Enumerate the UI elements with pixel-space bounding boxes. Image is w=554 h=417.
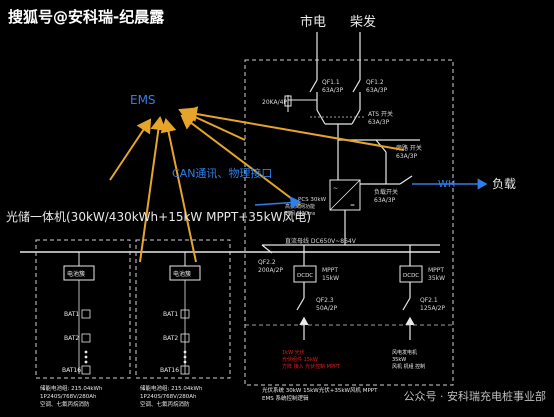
rack1-bat1: BAT1: [64, 311, 79, 318]
mppt2-box: [399, 265, 423, 283]
mppt2-name: MPPT: [428, 267, 444, 274]
battery-rack-1: 电池簇 BAT1 BAT2 BAT16 储能电池组: 215.04kWh 1P2…: [35, 239, 131, 408]
ems-label: EMS: [130, 93, 156, 107]
rack1-dot-3: [84, 360, 88, 364]
mppt2-spec: 35kW: [428, 275, 445, 282]
qf22-name: QF2.2: [258, 259, 276, 266]
pcs-dc-sign: =: [350, 202, 355, 209]
rack1-dot-1: [84, 350, 88, 354]
load-switch-spec: 63A/3P: [374, 197, 396, 204]
pcs-label: PCS 30kW: [298, 197, 327, 203]
load-label: 负载: [492, 177, 516, 191]
qf21-breaker-symbol: [402, 297, 411, 311]
rack1-head: 电池簇: [67, 270, 85, 278]
ats-spec: 63A/3P: [368, 119, 390, 126]
rack2-bat1: BAT1: [163, 311, 178, 318]
wind-note-2: 35kW: [392, 357, 406, 363]
cabinet-note-1: 光伏系统 30kW 15kW光伏+35kW风机 MPPT: [262, 386, 378, 394]
mppt1-name: MPPT: [322, 267, 338, 274]
cabinet-boundary: [244, 59, 454, 386]
pcs-ac-sign: ~: [333, 185, 338, 192]
qf22-breaker-symbol: [261, 244, 273, 254]
rack1-bat2-cell: [81, 333, 91, 343]
load-switch-label: 负载开关: [374, 188, 398, 196]
ats-switch-left: [316, 109, 326, 125]
rack2-dot-1: [183, 350, 187, 354]
qf23-breaker-symbol: [296, 297, 305, 311]
rack1-bat16-cell: [81, 365, 91, 375]
rack2-info-3: 空调、七氟丙烷消防: [140, 400, 190, 408]
dc-bus-label: 直流母线 DC650V~864V: [285, 237, 357, 245]
qf23-name: QF2.3: [316, 297, 334, 304]
mppt2-box-label: DCDC: [403, 273, 419, 279]
wind-note-3: 风机 机组 控制: [392, 363, 425, 370]
ems-arrow-rack2: [160, 118, 197, 263]
qf11-spec: 63A/3P: [322, 87, 344, 94]
ems-communication-arrows: [109, 106, 405, 263]
ems-arrow-rack1: [139, 116, 167, 263]
qf21-name: QF2.1: [420, 297, 438, 304]
qf11-name: QF1.1: [322, 79, 340, 86]
rack1-info-3: 空调、七氟丙烷消防: [40, 400, 90, 408]
rack1-bat16: BAT16: [62, 367, 81, 374]
qf22-spec: 200A/2P: [258, 267, 283, 274]
qf11-breaker-symbol: [309, 79, 318, 93]
pcs-diagonal: [329, 179, 361, 211]
diesel-source-label: 柴发: [350, 14, 376, 30]
rack2-bat1-cell: [180, 309, 190, 319]
dcdc-box: [293, 265, 317, 283]
bypass-spec: 63A/3P: [396, 153, 418, 160]
pcs-sub2: 时间 5-20ms: [285, 210, 316, 217]
rack1-info-2: 1P240S/768V/280Ah: [40, 394, 97, 400]
qf12-spec: 63A/3P: [366, 87, 388, 94]
rack1-info-1: 储能电池组: 215.04kWh: [40, 384, 103, 392]
bottom-watermark: 公众号 · 安科瑞充电桩事业部: [404, 389, 547, 403]
load-switch-symbol: [399, 175, 413, 185]
qf21-spec: 125A/2P: [420, 305, 445, 312]
qf23-spec: 50A/2P: [316, 305, 338, 312]
ems-arrow-left: [109, 118, 152, 181]
pv-note-2: 光伏组件 15kW: [282, 356, 318, 363]
can-arrow: [254, 196, 302, 210]
rack1-dot-2: [84, 355, 88, 359]
pv-note-1: 1kW 光伏: [282, 349, 305, 356]
qf12-breaker-symbol: [352, 79, 361, 93]
ems-arrow-cabinet: [178, 107, 246, 141]
bypass-label: 旁路 开关: [396, 144, 422, 152]
qf12-name: QF1.2: [366, 79, 384, 86]
pv-note-3: 方阵 接入 光伏控制 MPPT: [282, 363, 341, 370]
rack2-head: 电池簇: [173, 270, 191, 278]
mppt1-spec: 15kW: [322, 275, 339, 282]
wind-note-1: 风电发电机: [392, 349, 417, 356]
rack2-bat16: BAT16: [160, 367, 179, 374]
wh-meter-label: WH: [438, 179, 455, 190]
rack1-bat1-cell: [81, 309, 91, 319]
rack2-bat16-cell: [180, 365, 190, 375]
rack2-info-1: 储能电池组: 215.04kWh: [140, 384, 203, 392]
cabinet-note-2: EMS 系统控制逻辑: [262, 394, 309, 402]
grid-source-label: 市电: [300, 14, 326, 30]
rack2-bat2: BAT2: [163, 335, 178, 342]
ems-arrow-bypass: [183, 106, 405, 151]
top-watermark: 搜狐号@安科瑞-纪晨露: [8, 8, 165, 26]
system-title: 光储一体机(30kW/430kWh+15kW MPPT+35kW风电): [6, 209, 311, 224]
rack1-boundary: [35, 239, 131, 379]
rack2-boundary: [135, 239, 231, 379]
spd-symbol: [284, 95, 292, 107]
rack2-dot-3: [183, 360, 187, 364]
rack1-bat2: BAT2: [64, 335, 79, 342]
ems-arrow-pcs: [180, 114, 301, 206]
dcdc-label: DCDC: [297, 273, 313, 279]
battery-rack-2: 电池簇 BAT1 BAT2 BAT16 储能电池组: 215.04kWh 1P2…: [135, 239, 231, 408]
rack2-dot-2: [183, 355, 187, 359]
ats-label: ATS 开关: [368, 110, 393, 118]
rack2-bat2-cell: [180, 333, 190, 343]
spd-spec: 20KA/4P: [262, 99, 287, 106]
rack2-info-2: 1P240S/768V/280Ah: [140, 394, 197, 400]
can-label: CAN通讯、物理接口: [172, 166, 272, 180]
